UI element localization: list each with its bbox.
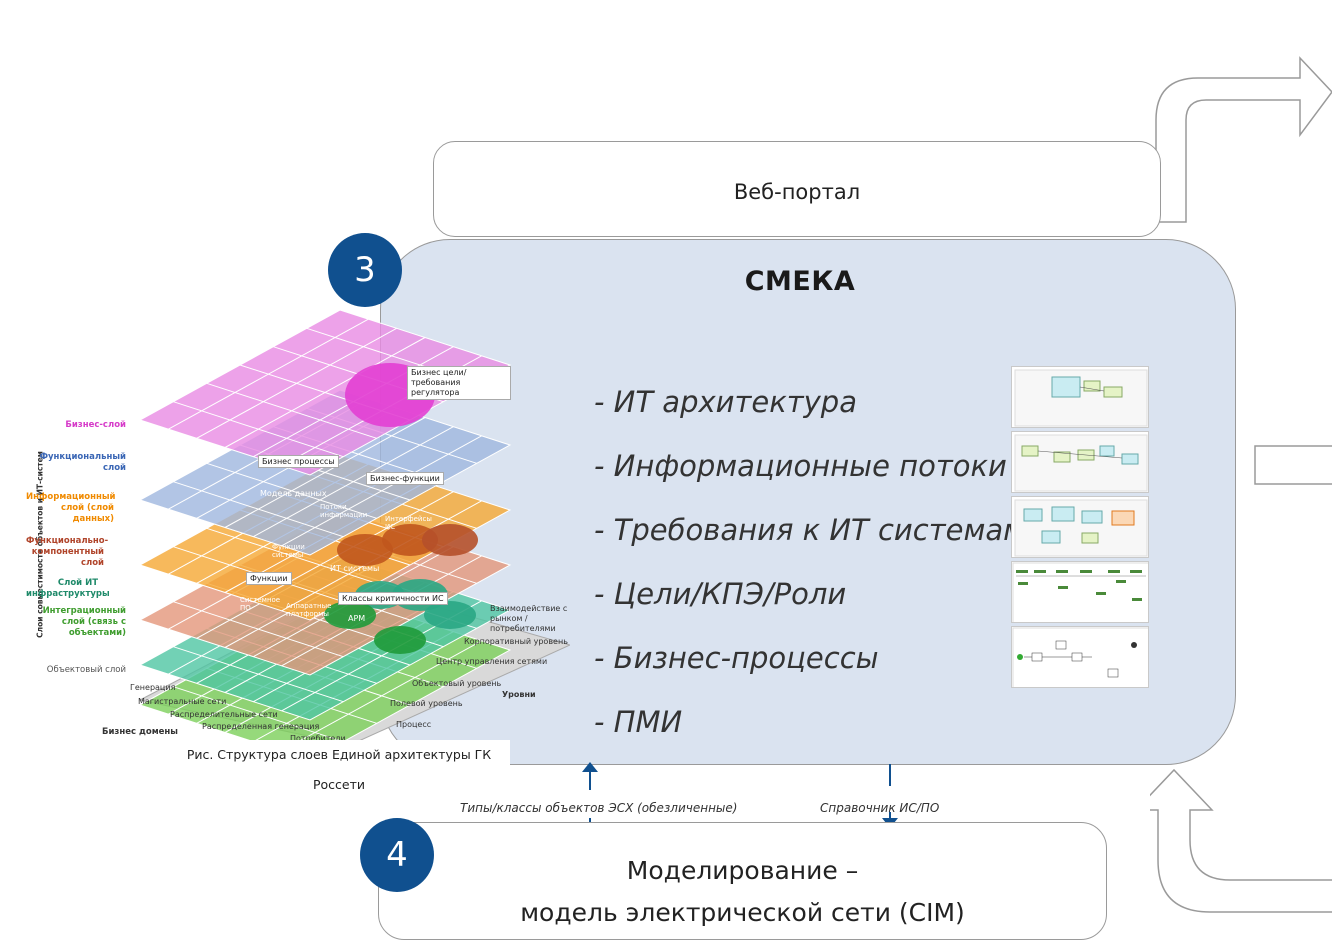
figure-caption: Рис. Структура слоев Единой архитектуры … — [168, 740, 510, 792]
smeka-items-list: - ИТ архитектура - Информационные потоки… — [594, 370, 1025, 754]
layer-ellipse — [382, 524, 438, 556]
callout-hw-platforms: Аппаратные платформы — [286, 602, 332, 618]
domain-trunk: Магистральные сети — [138, 697, 227, 706]
level-corporate: Корпоративный уровень — [464, 637, 568, 646]
callout-is-interfaces: Интерфейсы ИС — [385, 515, 432, 531]
callout-functions: Функции — [246, 572, 292, 585]
list-item: - Требования к ИТ системам — [594, 513, 1025, 547]
layer-label-business: Бизнес-слой — [65, 420, 126, 430]
callout-it-systems: ИТ системы — [330, 564, 380, 573]
callout-info-flows: Потоки информации — [320, 503, 368, 519]
callout-business-goals: Бизнес цели/требования регулятора — [407, 366, 511, 400]
list-item: - ИТ архитектура — [594, 385, 857, 419]
domain-distribution: Распределительные сети — [170, 710, 278, 719]
layer-ellipse — [422, 524, 478, 556]
level-field: Полевой уровень — [390, 699, 463, 708]
layer-ellipse — [324, 601, 376, 629]
level-market: Взаимодействие с рынком / потребителями — [490, 604, 568, 633]
flow-label-down: Справочник ИС/ПО — [820, 801, 940, 815]
callout-criticality-classes: Классы критичности ИС — [338, 592, 448, 605]
layer-label-component: Функционально-компонентный слой — [26, 536, 109, 568]
web-portal-label: Веб-портал — [733, 180, 861, 204]
list-item: - Цели/КПЭ/Роли — [594, 577, 847, 611]
web-portal-box[interactable] — [433, 141, 1161, 237]
arrows-right-svg — [1150, 56, 1332, 913]
layer-ellipse — [374, 626, 426, 654]
layer-label-integration: Интеграционный слой (связь с объектами) — [42, 606, 126, 638]
layer-grid-line — [281, 435, 482, 547]
level-object: Объектовый уровень — [412, 679, 502, 688]
layer-grid-line — [291, 640, 482, 745]
modeling-line-1: Моделирование – — [626, 856, 859, 885]
modeling-label: Моделирование – модель электрической сет… — [378, 850, 1107, 934]
curved-arrow-return-icon — [1150, 768, 1332, 913]
layer-label-functional: Функциональный слой — [39, 452, 126, 473]
layer-label-infrastructure: Слой ИТ инфраструктуры — [26, 578, 110, 599]
layer-label-object: Объектовый слой — [46, 665, 126, 675]
thumbnails-column — [1011, 366, 1149, 691]
list-item: - ПМИ — [594, 705, 683, 739]
list-item: - Информационные потоки — [594, 449, 1007, 483]
layer-grid-line — [281, 555, 482, 667]
level-process: Процесс — [396, 720, 432, 729]
callout-system-sw: Системное ПО — [240, 596, 281, 612]
callout-system-functions: Функции системы — [272, 543, 305, 559]
callout-business-functions: Бизнес-функции — [366, 472, 444, 485]
badge-4: 4 — [360, 818, 434, 892]
architecture-layers-figure — [138, 309, 570, 745]
thumbnail-business-processes[interactable] — [1011, 626, 1149, 688]
domain-consumers: Потребители — [290, 734, 346, 743]
flow-label-up: Типы/классы объектов ЭСХ (обезличенные) — [460, 801, 738, 815]
smeka-title: СМЕКА — [744, 266, 856, 297]
layer-ellipse — [337, 534, 393, 566]
curved-arrow-up-right-icon — [1155, 56, 1332, 223]
layer-label-information: Информационный слой (слой данных) — [26, 492, 116, 524]
callout-business-processes: Бизнес процессы — [258, 455, 339, 468]
badge-3: 3 — [328, 233, 402, 307]
callout-data-model: Модель данных — [260, 489, 327, 498]
arrow-up-icon — [582, 762, 598, 772]
thumbnail-requirements[interactable] — [1011, 496, 1149, 558]
right-arrow-shaft-icon — [1254, 445, 1332, 485]
domain-dist-generation: Распределенная генерация — [202, 722, 320, 731]
modeling-line-2: модель электрической сети (CIM) — [520, 898, 965, 927]
level-grid-control: Центр управления сетями — [436, 657, 548, 666]
flow-arrows-svg — [582, 762, 898, 830]
layer-ellipse — [424, 601, 476, 629]
thumbnail-it-architecture[interactable] — [1011, 366, 1149, 428]
thumbnail-goals-kpi[interactable] — [1011, 561, 1149, 623]
levels-title: Уровни — [502, 690, 536, 699]
domains-title: Бизнес домены — [102, 727, 178, 737]
list-item: - Бизнес-процессы — [594, 641, 879, 675]
domain-generation: Генерация — [130, 683, 176, 692]
callout-arm: АРМ — [348, 614, 366, 623]
modeling-box[interactable] — [378, 822, 1107, 940]
thumbnail-info-flows[interactable] — [1011, 431, 1149, 493]
